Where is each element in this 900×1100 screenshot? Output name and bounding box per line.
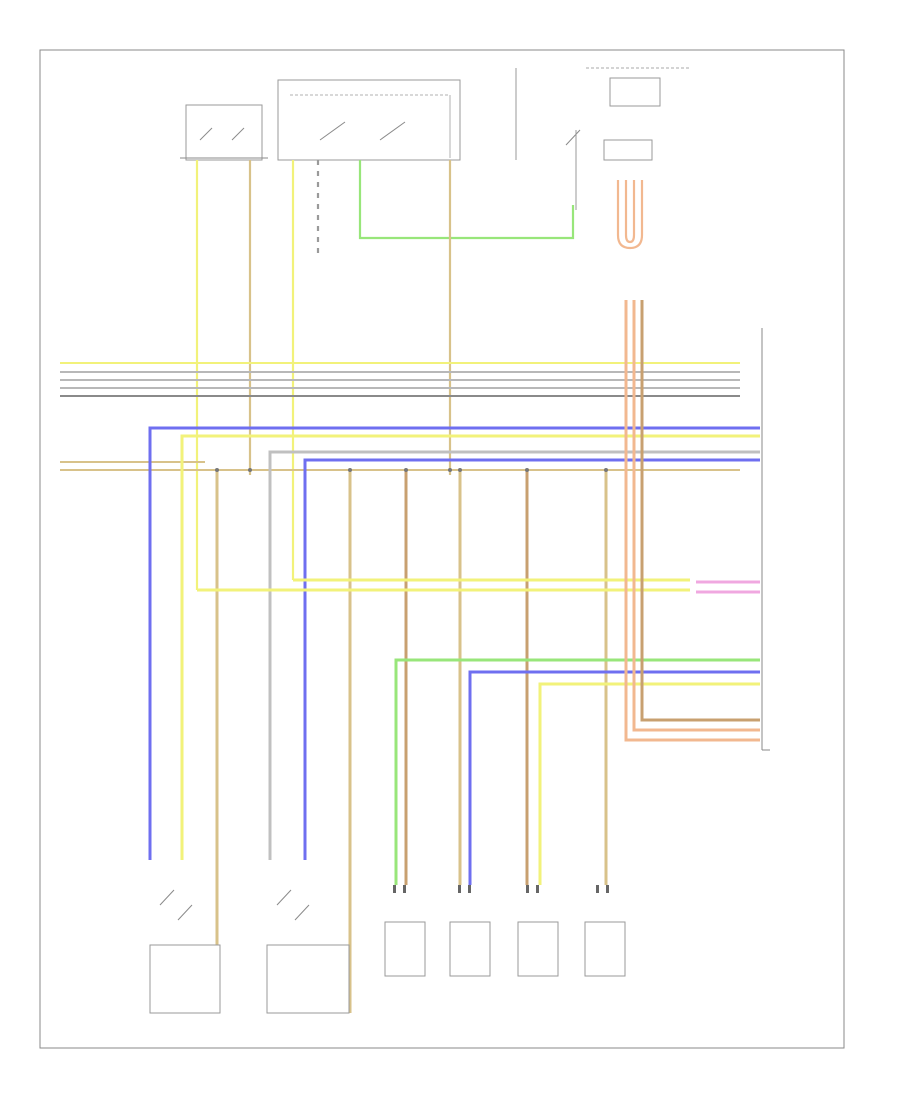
wire-blue-3 — [468, 670, 760, 885]
wire-green-2 — [394, 658, 760, 885]
sensor-boxes — [384, 921, 626, 977]
wire-yellow-6 — [538, 682, 760, 885]
wire-gray-2 — [268, 450, 760, 860]
wire-orange-loop — [616, 180, 644, 250]
wire-gray-3 — [640, 300, 760, 722]
junctions — [215, 468, 608, 472]
wire-blue-1 — [148, 426, 760, 860]
top-right-module — [515, 67, 690, 210]
wire-green-top — [358, 160, 575, 240]
bottom-switch-right — [266, 889, 350, 1014]
diagram-frame — [39, 49, 845, 1049]
sensor-3 — [517, 921, 559, 977]
long-wires — [148, 300, 760, 1013]
wire-blue-2 — [303, 458, 760, 860]
wire-yellow-3 — [180, 434, 760, 860]
sensor-2 — [449, 921, 491, 977]
bottom-switch-left — [149, 889, 221, 1014]
top-left-switch — [180, 104, 268, 161]
control-module-connector — [761, 328, 770, 751]
wire-orange-3 — [632, 300, 760, 732]
bus-lines — [60, 362, 740, 471]
top-wires — [195, 160, 644, 590]
wire-orange-2 — [624, 300, 760, 742]
sensor-4 — [584, 921, 626, 977]
sensor-1 — [384, 921, 426, 977]
sensor-pins — [393, 885, 609, 893]
top-middle-switch — [277, 79, 461, 161]
